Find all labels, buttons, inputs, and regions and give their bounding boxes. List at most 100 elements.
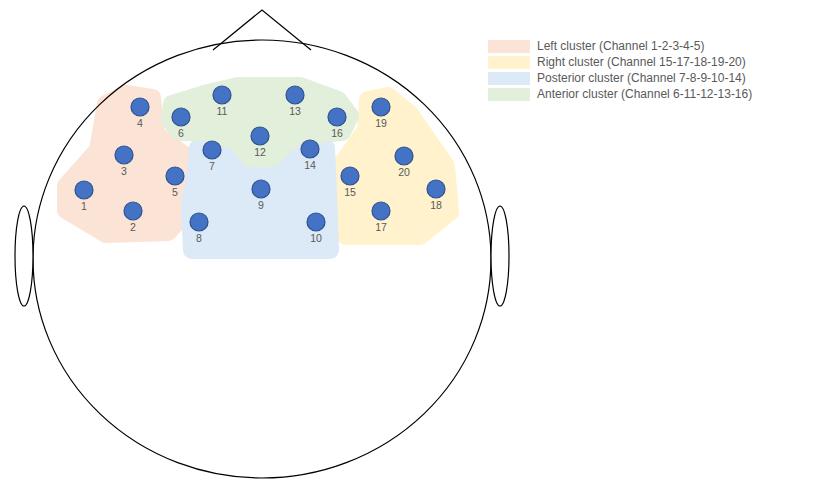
electrode-circle xyxy=(166,167,184,185)
legend-swatch xyxy=(488,88,530,101)
electrode-circle xyxy=(301,140,319,158)
electrode-circle xyxy=(427,180,445,198)
electrode: 8 xyxy=(182,212,216,244)
channel-number: 9 xyxy=(244,199,278,211)
electrode: 4 xyxy=(123,97,157,129)
electrode-dot xyxy=(335,166,365,186)
electrode-dot xyxy=(69,180,99,200)
legend-swatch xyxy=(488,56,530,69)
electrode: 3 xyxy=(107,145,141,177)
legend-text: Posterior cluster (Channel 7-8-9-10-14) xyxy=(537,71,746,85)
electrode-circle xyxy=(286,86,304,104)
posterior-cluster-region xyxy=(190,134,330,250)
legend-text: Anterior cluster (Channel 6-11-12-13-16) xyxy=(537,87,752,101)
electrode-circle xyxy=(307,213,325,231)
channel-number: 5 xyxy=(158,186,192,198)
channel-number: 12 xyxy=(243,146,277,158)
legend-swatch xyxy=(488,72,530,85)
electrode-dot xyxy=(166,107,196,127)
channel-number: 14 xyxy=(293,159,327,171)
electrode: 16 xyxy=(320,107,354,139)
electrode-dot xyxy=(280,85,310,105)
electrode-circle xyxy=(372,98,390,116)
electrode-circle xyxy=(395,147,413,165)
channel-number: 15 xyxy=(333,186,367,198)
electrode-circle xyxy=(252,180,270,198)
electrode-dot xyxy=(322,107,352,127)
electrode-dot xyxy=(118,201,148,221)
electrode: 14 xyxy=(293,139,327,171)
electrode-circle xyxy=(131,98,149,116)
electrode-circle xyxy=(75,181,93,199)
channel-number: 7 xyxy=(195,160,229,172)
electrode-circle xyxy=(213,86,231,104)
electrode: 17 xyxy=(364,201,398,233)
legend-text: Right cluster (Channel 15-17-18-19-20) xyxy=(537,55,746,69)
electrode-circle xyxy=(341,167,359,185)
channel-number: 19 xyxy=(364,117,398,129)
legend-entry: Left cluster (Channel 1-2-3-4-5) xyxy=(488,38,752,54)
channel-number: 8 xyxy=(182,232,216,244)
electrode: 9 xyxy=(244,179,278,211)
electrode: 2 xyxy=(116,201,150,233)
electrode: 13 xyxy=(278,85,312,117)
channel-number: 2 xyxy=(116,221,150,233)
electrode-circle xyxy=(251,127,269,145)
electrode-circle xyxy=(124,202,142,220)
electrode-dot xyxy=(295,139,325,159)
electrode-circle xyxy=(372,202,390,220)
right-ear xyxy=(491,206,509,306)
electrode: 7 xyxy=(195,140,229,172)
electrode-circle xyxy=(190,213,208,231)
electrode-dot xyxy=(245,126,275,146)
electrode-circle xyxy=(115,146,133,164)
electrode: 15 xyxy=(333,166,367,198)
electrode-dot xyxy=(301,212,331,232)
channel-number: 4 xyxy=(123,117,157,129)
legend: Left cluster (Channel 1-2-3-4-5) Right cl… xyxy=(488,38,752,102)
electrode-dot xyxy=(246,179,276,199)
channel-number: 16 xyxy=(320,127,354,139)
electrode: 6 xyxy=(164,107,198,139)
electrode-circle xyxy=(203,141,221,159)
electrode-dot xyxy=(197,140,227,160)
channel-number: 10 xyxy=(299,232,333,244)
head-outline xyxy=(33,40,491,478)
electrode-dot xyxy=(389,146,419,166)
legend-swatch xyxy=(488,40,530,53)
legend-entry: Right cluster (Channel 15-17-18-19-20) xyxy=(488,54,752,70)
channel-number: 17 xyxy=(364,221,398,233)
electrode-dot xyxy=(366,201,396,221)
channel-number: 3 xyxy=(107,165,141,177)
electrode-dot xyxy=(207,85,237,105)
electrode-dot xyxy=(109,145,139,165)
channel-number: 20 xyxy=(387,166,421,178)
electrode: 18 xyxy=(419,179,453,211)
electrode-circle xyxy=(328,108,346,126)
electrode: 1 xyxy=(67,180,101,212)
electrode-dot xyxy=(421,179,451,199)
anterior-cluster-region xyxy=(170,86,350,158)
left-cluster-region xyxy=(66,94,192,234)
nose-outline xyxy=(213,10,311,50)
channel-number: 11 xyxy=(205,105,239,117)
channel-number: 18 xyxy=(419,199,453,211)
legend-entry: Anterior cluster (Channel 6-11-12-13-16) xyxy=(488,86,752,102)
electrode: 10 xyxy=(299,212,333,244)
electrode-dot xyxy=(184,212,214,232)
electrode: 20 xyxy=(387,146,421,178)
electrode-dot xyxy=(125,97,155,117)
electrode: 5 xyxy=(158,166,192,198)
electrode-dot xyxy=(160,166,190,186)
legend-text: Left cluster (Channel 1-2-3-4-5) xyxy=(537,39,704,53)
channel-number: 13 xyxy=(278,105,312,117)
channel-number: 6 xyxy=(164,127,198,139)
electrode-dot xyxy=(366,97,396,117)
electrode: 11 xyxy=(205,85,239,117)
electrode-circle xyxy=(172,108,190,126)
left-ear xyxy=(15,206,33,306)
legend-entry: Posterior cluster (Channel 7-8-9-10-14) xyxy=(488,70,752,86)
electrode: 12 xyxy=(243,126,277,158)
electrode: 19 xyxy=(364,97,398,129)
channel-number: 1 xyxy=(67,200,101,212)
